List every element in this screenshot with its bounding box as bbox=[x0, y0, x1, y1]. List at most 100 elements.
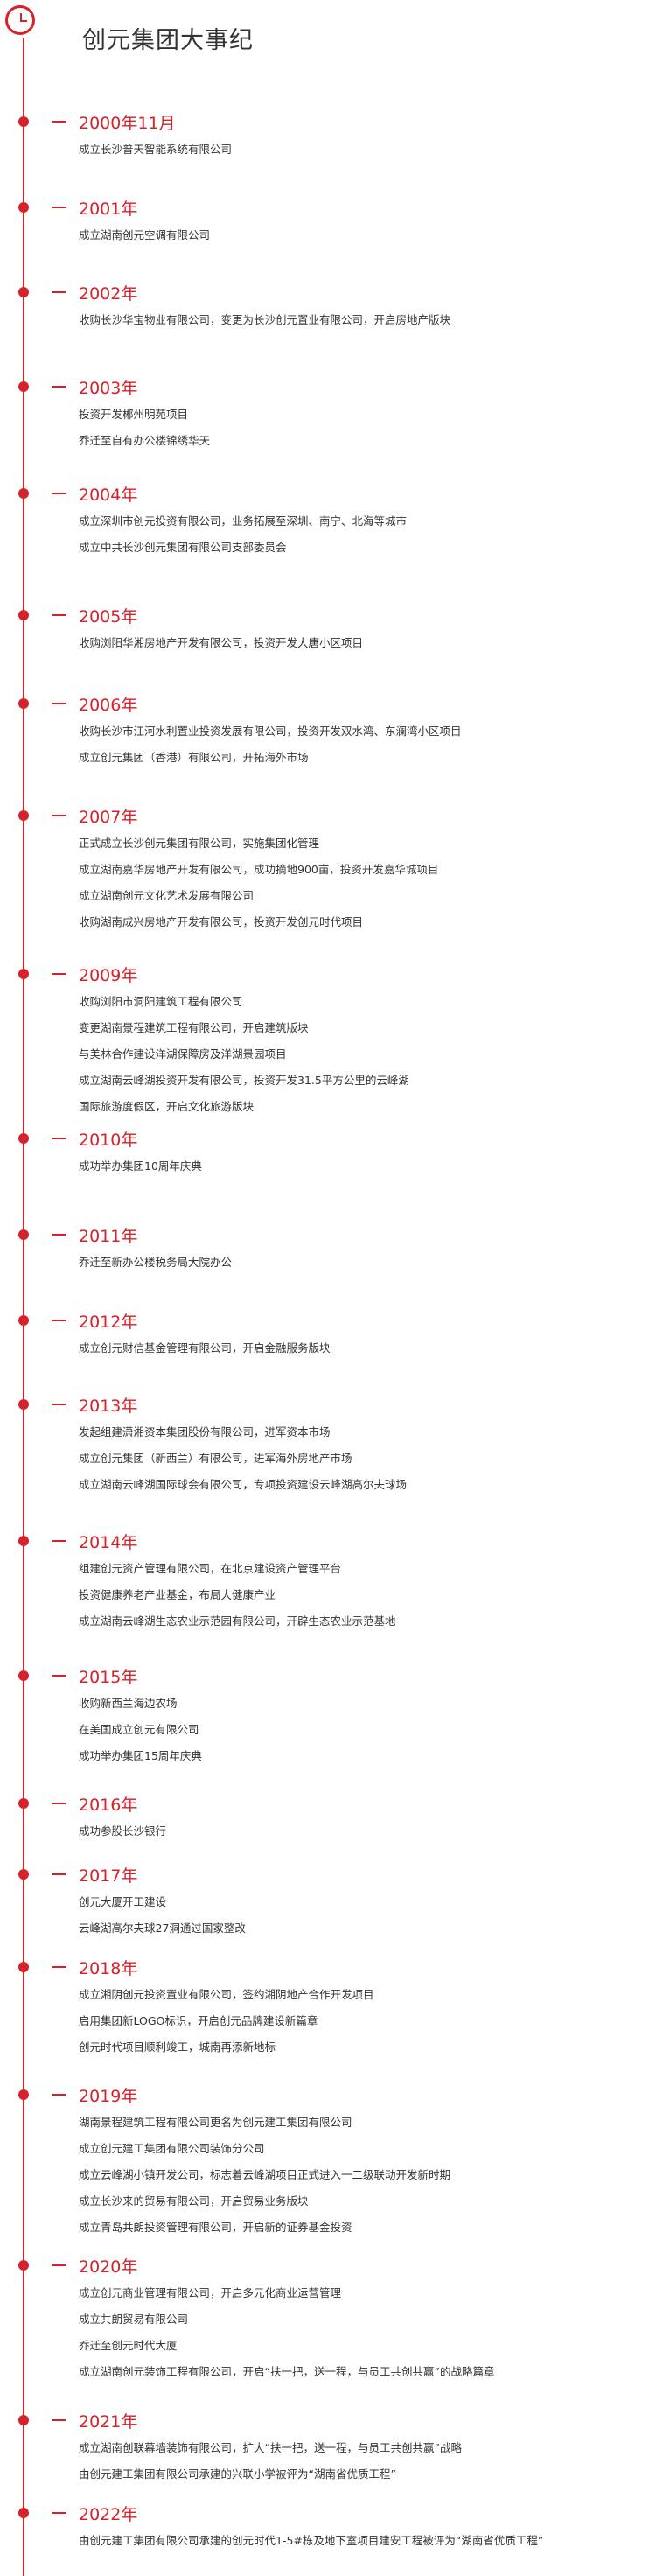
timeline-dash bbox=[52, 1138, 66, 1139]
entry-items: 成立创元商业管理有限公司，开启多元化商业运营管理成立共朗贸易有限公司乔迁至创元时… bbox=[79, 2280, 494, 2385]
entry-item: 由创元建工集团有限公司承建的创元时代1-5#栋及地下室项目建安工程被评为“湖南省… bbox=[79, 2534, 544, 2547]
entry-year: 2013年 bbox=[79, 1396, 138, 1416]
entry-year: 2005年 bbox=[79, 607, 138, 626]
entry-items: 成立湖南创联幕墙装饰有限公司，扩大“扶一把，送一程，与员工共创共赢”战略由创元建… bbox=[79, 2435, 462, 2488]
timeline-dash bbox=[52, 121, 66, 122]
timeline-dot bbox=[18, 1399, 29, 1410]
entry-items: 成功参股长沙银行 bbox=[79, 1818, 166, 1844]
entry-items: 成功举办集团10周年庆典 bbox=[79, 1153, 202, 1180]
entry-items: 成立长沙普天智能系统有限公司 bbox=[79, 136, 232, 163]
timeline-dash bbox=[52, 2264, 66, 2266]
timeline-dot bbox=[18, 1536, 29, 1546]
timeline-dash bbox=[52, 2094, 66, 2096]
entry-item: 成立创元财信基金管理有限公司，开启金融服务版块 bbox=[79, 1341, 331, 1354]
entry-item: 发起组建潇湘资本集团股份有限公司，进军资本市场 bbox=[79, 1425, 331, 1438]
entry-item: 成功参股长沙银行 bbox=[79, 1824, 167, 1838]
timeline-dot bbox=[18, 2508, 29, 2518]
entry-year: 2001年 bbox=[79, 200, 138, 219]
entry-item: 成立湘阴创元投资置业有限公司，签约湘阴地产合作开发项目 bbox=[79, 1988, 374, 2001]
entry-item: 成立湖南云峰湖生态农业示范园有限公司，开辟生态农业示范基地 bbox=[79, 1614, 396, 1628]
entry-year: 2019年 bbox=[79, 2087, 138, 2106]
entry-item: 收购新西兰海边农场 bbox=[79, 1697, 178, 1710]
entry-item: 成立长沙来的贸易有限公司，开启贸易业务版块 bbox=[79, 2194, 309, 2208]
entry-item: 成立湖南创元文化艺术发展有限公司 bbox=[79, 889, 255, 902]
entry-item: 启用集团新LOGO标识，开启创元品牌建设新篇章 bbox=[79, 2014, 318, 2027]
entry-item: 收购湖南成兴房地产开发有限公司，投资开发创元时代项目 bbox=[79, 915, 364, 928]
entry-year: 2017年 bbox=[79, 1866, 138, 1886]
entry-item: 与美林合作建设洋湖保障房及洋湖景园项目 bbox=[79, 1047, 287, 1060]
entry-items: 成立深圳市创元投资有限公司，业务拓展至深圳、南宁、北海等城市成立中共长沙创元集团… bbox=[79, 508, 407, 561]
timeline-dash bbox=[52, 291, 66, 293]
entry-item: 由创元建工集团有限公司承建的兴联小学被评为“湖南省优质工程” bbox=[79, 2468, 396, 2481]
entry-items: 收购浏阳华湘房地产开发有限公司，投资开发大唐小区项目 bbox=[79, 630, 363, 656]
entry-year: 2012年 bbox=[79, 1312, 138, 1332]
entry-item: 乔迁至新办公楼税务局大院办公 bbox=[79, 1256, 233, 1269]
entry-item: 成立创元集团（新西兰）有限公司，进军海外房地产市场 bbox=[79, 1452, 352, 1465]
timeline-dash bbox=[52, 1802, 66, 1804]
timeline-dash bbox=[52, 1404, 66, 1405]
entry-item: 国际旅游度假区，开启文化旅游版块 bbox=[79, 1100, 255, 1113]
timeline-dot bbox=[18, 1315, 29, 1326]
timeline-dot bbox=[18, 1133, 29, 1144]
entry-items: 乔迁至新办公楼税务局大院办公 bbox=[79, 1250, 232, 1276]
timeline-dot bbox=[18, 382, 29, 392]
entry-item: 成立湖南云峰湖投资开发有限公司，投资开发31.5平方公里的云峰湖 bbox=[79, 1074, 409, 1087]
timeline-dot bbox=[18, 202, 29, 213]
entry-item: 创元时代项目顺利竣工，城南再添新地标 bbox=[79, 2040, 276, 2054]
timeline-dash bbox=[52, 2419, 66, 2421]
entry-item: 在美国成立创元有限公司 bbox=[79, 1723, 199, 1736]
entry-item: 云峰湖高尔夫球27洞通过国家整改 bbox=[79, 1922, 246, 1935]
entry-item: 成立湖南创联幕墙装饰有限公司，扩大“扶一把，送一程，与员工共创共赢”战略 bbox=[79, 2441, 462, 2454]
entry-item: 组建创元资产管理有限公司，在北京建设资产管理平台 bbox=[79, 1562, 342, 1575]
entry-item: 变更湖南景程建筑工程有限公司，开启建筑版块 bbox=[79, 1021, 309, 1034]
entry-item: 收购长沙华宝物业有限公司，变更为长沙创元置业有限公司，开启房地产版块 bbox=[79, 313, 451, 326]
timeline-dash bbox=[52, 1675, 66, 1676]
entry-item: 投资健康养老产业基金，布局大健康产业 bbox=[79, 1588, 276, 1601]
entry-item: 成立云峰湖小镇开发公司，标志着云峰湖项目正式进入一二级联动开发新时期 bbox=[79, 2168, 451, 2181]
entry-item: 成立湖南创元装饰工程有限公司，开启“扶一把，送一程，与员工共创共赢”的战略篇章 bbox=[79, 2365, 495, 2378]
timeline-dash bbox=[52, 1320, 66, 1321]
entry-items: 收购新西兰海边农场在美国成立创元有限公司成功举办集团15周年庆典 bbox=[79, 1690, 202, 1769]
timeline-line bbox=[23, 38, 24, 2576]
entry-year: 2004年 bbox=[79, 486, 138, 505]
entry-item: 成立长沙普天智能系统有限公司 bbox=[79, 143, 233, 156]
entry-items: 收购浏阳市洞阳建筑工程有限公司变更湖南景程建筑工程有限公司，开启建筑版块与美林合… bbox=[79, 989, 409, 1120]
timeline-dash bbox=[52, 614, 66, 616]
entry-item: 投资开发郴州明苑项目 bbox=[79, 408, 189, 421]
entry-items: 收购长沙华宝物业有限公司，变更为长沙创元置业有限公司，开启房地产版块 bbox=[79, 307, 450, 333]
timeline-dash bbox=[52, 1234, 66, 1236]
timeline-dot bbox=[18, 969, 29, 979]
entry-item: 成立湖南云峰湖国际球会有限公司，专项投资建设云峰湖高尔夫球场 bbox=[79, 1478, 408, 1491]
entry-item: 成立创元集团（香港）有限公司，开拓海外市场 bbox=[79, 751, 309, 764]
timeline-dash bbox=[52, 1540, 66, 1542]
entry-item: 收购长沙市江河水利置业投资发展有限公司，投资开发双水湾、东澜湾小区项目 bbox=[79, 724, 462, 738]
timeline-dash bbox=[52, 1873, 66, 1875]
entry-item: 成立中共长沙创元集团有限公司支部委员会 bbox=[79, 541, 287, 554]
timeline-dot bbox=[18, 1670, 29, 1681]
entry-item: 正式成立长沙创元集团有限公司，实施集团化管理 bbox=[79, 836, 320, 850]
timeline-dot bbox=[18, 287, 29, 298]
entry-items: 发起组建潇湘资本集团股份有限公司，进军资本市场成立创元集团（新西兰）有限公司，进… bbox=[79, 1419, 407, 1498]
entry-year: 2002年 bbox=[79, 284, 138, 304]
timeline-dot bbox=[18, 488, 29, 499]
entry-item: 成立湖南创元空调有限公司 bbox=[79, 228, 211, 242]
entry-item: 湖南景程建筑工程有限公司更名为创元建工集团有限公司 bbox=[79, 2116, 352, 2129]
entry-year: 2010年 bbox=[79, 1130, 138, 1150]
entry-item: 创元大厦开工建设 bbox=[79, 1895, 167, 1908]
timeline-dot bbox=[18, 1869, 29, 1880]
entry-year: 2021年 bbox=[79, 2412, 138, 2432]
timeline-dot bbox=[18, 1229, 29, 1240]
entry-item: 成立青岛共朗投资管理有限公司，开启新的证券基金投资 bbox=[79, 2221, 352, 2234]
timeline-dot bbox=[18, 2415, 29, 2426]
entry-item: 乔迁至自有办公楼锦绣华天 bbox=[79, 434, 211, 447]
entry-year: 2011年 bbox=[79, 1227, 138, 1246]
timeline-dash bbox=[52, 1966, 66, 1968]
entry-year: 2007年 bbox=[79, 808, 138, 827]
entry-item: 成功举办集团15周年庆典 bbox=[79, 1749, 202, 1762]
timeline-dot bbox=[18, 116, 29, 127]
entry-items: 成立湖南创元空调有限公司 bbox=[79, 222, 210, 248]
entry-item: 成立共朗贸易有限公司 bbox=[79, 2313, 189, 2326]
timeline-dash bbox=[52, 2512, 66, 2514]
entry-items: 组建创元资产管理有限公司，在北京建设资产管理平台投资健康养老产业基金，布局大健康… bbox=[79, 1556, 396, 1634]
timeline-dot bbox=[18, 610, 29, 620]
